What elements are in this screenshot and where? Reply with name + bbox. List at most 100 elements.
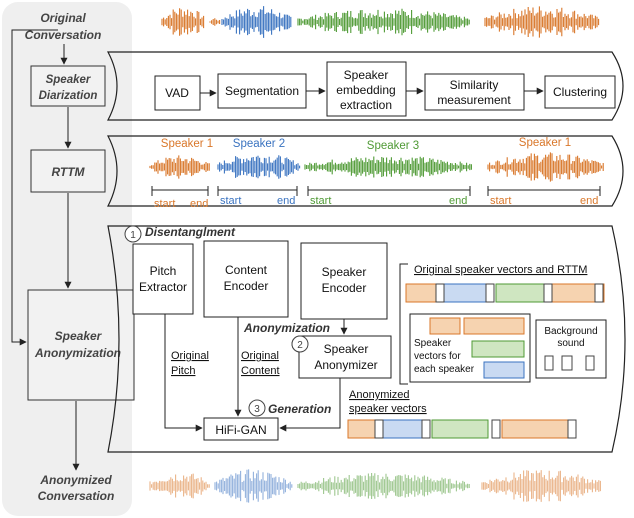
anon-vector-bar-block-0 (347, 419, 379, 439)
original-content-label-line1: Original (241, 350, 279, 362)
background-segment-2 (561, 355, 573, 371)
anonymized-vectors-label-line2: speaker vectors (349, 403, 427, 415)
step3-circle (248, 399, 266, 417)
vad-box (154, 75, 201, 111)
anon-vector-bar-block-5 (491, 419, 501, 439)
wave-bottom-segment-3 (481, 470, 601, 502)
speaker-anonymizer-label-line2: Anonymizer (314, 358, 377, 372)
speaker-anonymizer-label-line1: Speaker (324, 342, 369, 356)
original-conversation-label-line1: Original (40, 11, 86, 25)
speaker1-vector-a (429, 317, 461, 335)
anon-vector-bar-block-3 (421, 419, 431, 439)
wave-top-segment-1 (209, 18, 221, 26)
arrow-anonymizer-to-hifigan (279, 378, 341, 432)
wave-rttm-segment-1 (217, 155, 301, 179)
anonymized-waveform (149, 469, 601, 503)
wave-rttm-segment-0 (149, 155, 210, 179)
clustering-label: Clustering (553, 85, 607, 99)
rttm-segment-speaker2: start end (217, 186, 298, 207)
wave-bottom-segment-1 (214, 469, 293, 503)
rttm-label: RTTM (51, 165, 85, 179)
speaker-anonymizer-box (298, 335, 392, 379)
content-encoder-label-line1: Content (225, 263, 268, 277)
original-speaker-vector-bar (405, 283, 605, 303)
step3-number: 3 (254, 404, 260, 415)
original-pitch-label-line1: Original (171, 350, 209, 362)
rttm-box (30, 149, 106, 193)
segment3-end: end (449, 195, 467, 207)
content-encoder-label-line2: Encoder (224, 279, 269, 293)
anonymization-step-label: Anonymization (243, 321, 330, 335)
segment2-start: start (220, 195, 241, 207)
original-waveform (161, 6, 600, 38)
anon-vector-bar-block-7 (567, 419, 577, 439)
vectors-bracket (399, 263, 408, 385)
per-speaker-label-line1: Speaker (414, 338, 452, 349)
speaker-encoder-label-line1: Speaker (322, 265, 367, 279)
hifigan-label: HiFi-GAN (215, 423, 266, 437)
anon-vector-bar-block-1 (379, 419, 427, 439)
wave-rttm-segment-3 (487, 152, 604, 182)
pitch-extractor-label-line1: Pitch (150, 264, 177, 278)
wave-bottom-segment-0 (149, 473, 210, 499)
background-segment-3 (585, 355, 595, 371)
segment4-end: end (580, 195, 598, 207)
speaker-anonymization-label-line1: Speaker (55, 329, 103, 343)
segment1-end: end (190, 198, 208, 210)
anon-vector-bar-block-6 (501, 419, 573, 439)
embedding-extraction-box (326, 61, 407, 117)
pitch-extractor-box (132, 243, 194, 315)
original-pitch-label-line2: Pitch (171, 365, 195, 377)
original-conversation-label-line2: Conversation (25, 28, 102, 42)
rttm-segment-speaker3: start end (307, 186, 471, 207)
embedding-label-line3: extraction (340, 98, 392, 112)
background-segment-1 (544, 355, 554, 371)
disentanglement-label: Disentanglment (145, 225, 236, 239)
vad-label: VAD (165, 86, 189, 100)
wave-rttm-segment-2 (304, 156, 472, 178)
original-content-label-line2: Content (241, 365, 280, 377)
step1-number: 1 (130, 230, 136, 241)
orig-vector-bar-block-0 (405, 283, 441, 303)
speaker3-vector (471, 340, 525, 358)
speaker1-vector-b (463, 317, 525, 335)
background-label-line1: Background (544, 326, 597, 337)
rttm-speaker3-label: Speaker 3 (367, 140, 419, 152)
rttm-speaker2-label: Speaker 2 (233, 138, 285, 150)
rttm-speaker1b-label: Speaker 1 (519, 137, 571, 149)
orig-vector-bar-block-4 (495, 283, 547, 303)
per-speaker-label-line2: vectors for (414, 351, 461, 362)
step2-number-front: 2 (297, 340, 303, 351)
background-label-line2: sound (557, 338, 584, 349)
content-encoder-box (203, 240, 289, 318)
segment2-end: end (277, 195, 295, 207)
speaker2-vector (483, 361, 525, 379)
segment4-start: start (490, 195, 511, 207)
wave-top-segment-0 (161, 8, 205, 36)
wave-bottom-segment-2 (297, 473, 470, 499)
speaker-encoder-box (300, 242, 388, 320)
speaker-diarization-label-line2: Diarization (39, 90, 98, 102)
arrow-pitch-to-hifigan (164, 314, 203, 432)
orig-vector-bar-block-7 (594, 283, 604, 303)
rttm-segment-speaker1b: start end (487, 186, 601, 207)
orig-vector-bar-block-1 (439, 283, 487, 303)
segment3-start: start (310, 195, 331, 207)
segmentation-label: Segmentation (225, 84, 299, 98)
speaker-encoder-label-line2: Encoder (322, 281, 367, 295)
original-vectors-title: Original speaker vectors and RTTM (414, 264, 587, 276)
rttm-waveform (149, 152, 604, 182)
rttm-speaker1-label: Speaker 1 (161, 138, 213, 150)
anon-vector-bar-block-2 (374, 419, 384, 439)
generation-label: Generation (268, 402, 331, 416)
hifigan-box (203, 417, 279, 441)
diarization-panel (107, 51, 624, 121)
speaker-anonymization-label-line2: Anonymization (34, 346, 121, 360)
rttm-segment-speaker1: start end (151, 186, 209, 210)
orig-vector-bar-block-3 (485, 283, 495, 303)
rttm-panel (107, 135, 624, 207)
anon-vector-bar-block-4 (431, 419, 489, 439)
anonymized-vectors-label-line1: Anonymized (349, 389, 410, 401)
similarity-label-line1: Similarity (450, 78, 499, 92)
